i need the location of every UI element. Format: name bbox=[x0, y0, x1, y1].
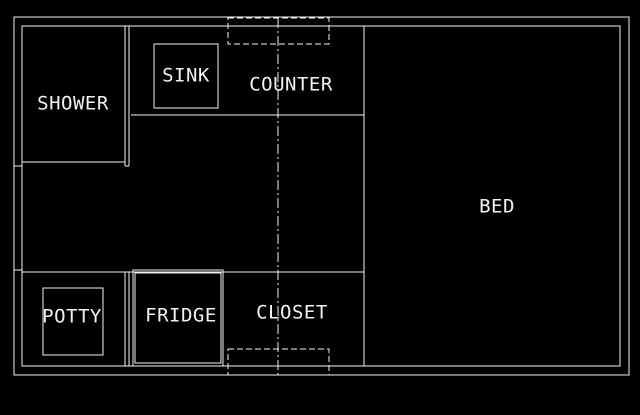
fridge-outer bbox=[132, 269, 224, 367]
counter-label: COUNTER bbox=[249, 74, 333, 96]
shower-label: SHOWER bbox=[37, 93, 109, 115]
fridge-inner bbox=[134, 272, 222, 364]
sink-label: SINK bbox=[162, 65, 210, 87]
potty-label: POTTY bbox=[42, 306, 102, 328]
potty bbox=[42, 287, 104, 356]
fridge-label: FRIDGE bbox=[145, 305, 217, 327]
sink bbox=[153, 43, 219, 109]
bed-label: BED bbox=[479, 196, 515, 218]
closet-label: CLOSET bbox=[256, 302, 328, 324]
outer-wall bbox=[13, 16, 630, 376]
inner-wall bbox=[21, 25, 621, 367]
